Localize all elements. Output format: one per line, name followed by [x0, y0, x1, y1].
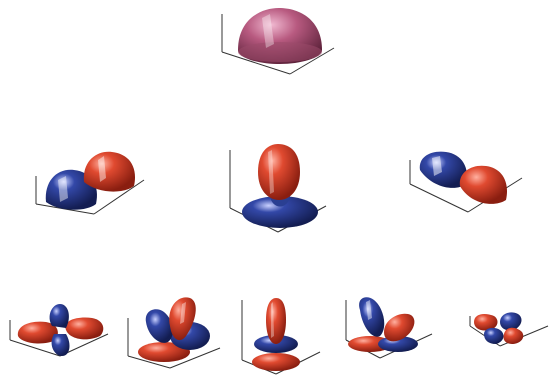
- blue-petal-right: [500, 312, 521, 330]
- d-orbital-4-panel: [346, 297, 432, 358]
- d-orbital-1-panel: [10, 304, 108, 356]
- hemisphere-shape: [238, 8, 322, 64]
- red-lobe: [84, 152, 135, 192]
- s-orbital-panel: [222, 8, 334, 74]
- blue-upper: [146, 309, 173, 343]
- red-petal-bottom: [503, 328, 523, 344]
- red-lobe: [460, 166, 507, 204]
- red-petal-right: [65, 318, 103, 340]
- red-tall-lobe: [266, 298, 286, 344]
- blue-petal-top: [50, 304, 69, 328]
- red-lobe: [258, 144, 300, 200]
- p-orbital-center-panel: [230, 144, 326, 232]
- d-orbital-2-panel: [128, 297, 220, 368]
- d-orbital-3-panel: [242, 298, 320, 374]
- p-orbital-left-panel: [36, 152, 144, 214]
- red-ring-bottom: [252, 353, 300, 371]
- blue-petal-bottom: [52, 334, 70, 356]
- p-orbital-right-panel: [410, 152, 522, 212]
- blue-petal-bottom: [484, 328, 503, 344]
- d-orbital-5-panel: [470, 312, 548, 346]
- red-right: [384, 314, 414, 342]
